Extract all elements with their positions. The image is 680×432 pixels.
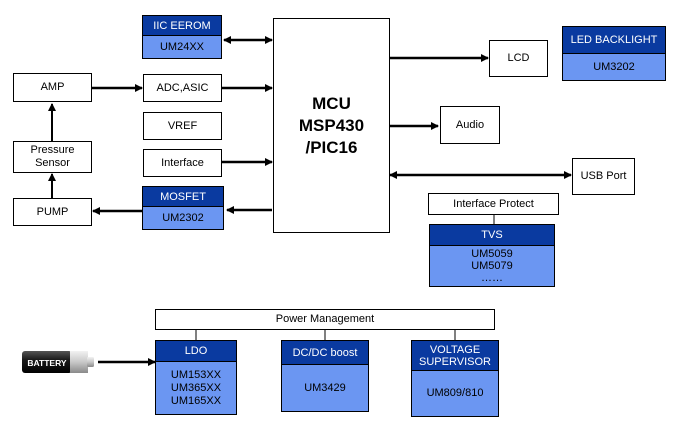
power-management-bar: Power Management [155, 309, 495, 330]
ldo-part-2: UM365XX [170, 381, 222, 394]
voltage-supervisor-title: VOLTAGE SUPERVISOR [411, 340, 499, 371]
interface-block: Interface [143, 149, 222, 177]
mcu-label-line2: MSP430 [298, 115, 365, 135]
tvs-part-2: UM5079 [471, 260, 513, 272]
usb-port-block: USB Port [572, 158, 635, 195]
adc-asic-block: ADC,ASIC [143, 74, 222, 102]
tvs-title: TVS [429, 224, 555, 246]
supervisor-title-line1: VOLTAGE [429, 343, 481, 356]
mcu-block: MCU MSP430 /PIC16 [273, 18, 390, 233]
supervisor-title-line2: SUPERVISOR [419, 355, 491, 368]
tvs-part-3: …… [481, 272, 503, 284]
pressure-sensor-block: Pressure Sensor [13, 141, 92, 173]
iic-eerom-part: UM24XX [142, 35, 222, 59]
ldo-part-3: UM165XX [170, 394, 222, 407]
audio-block: Audio [440, 106, 500, 144]
dcdc-title: DC/DC boost [281, 340, 369, 365]
voltage-supervisor-part: UM809/810 [411, 370, 499, 417]
mosfet-title: MOSFET [142, 186, 224, 207]
mcu-label-line1: MCU [312, 93, 351, 113]
ldo-part-1: UM153XX [170, 368, 222, 381]
pump-block: PUMP [13, 198, 92, 226]
iic-eerom-title: IIC EEROM [142, 15, 222, 36]
pressure-sensor-line1: Pressure [30, 144, 75, 156]
interface-protect-block: Interface Protect [428, 193, 559, 215]
ldo-title: LDO [155, 340, 237, 362]
amp-block: AMP [13, 73, 92, 102]
dcdc-part: UM3429 [281, 364, 369, 412]
led-backlight-title: LED BACKLIGHT [562, 26, 666, 54]
vref-block: VREF [143, 112, 222, 140]
tvs-parts: UM5059 UM5079 …… [429, 245, 555, 287]
mosfet-part: UM2302 [142, 206, 224, 230]
pressure-sensor-line2: Sensor [35, 157, 70, 169]
mcu-label-line3: /PIC16 [305, 137, 358, 157]
led-backlight-part: UM3202 [562, 53, 666, 81]
battery-icon: BATTERY [22, 351, 94, 373]
lcd-block: LCD [489, 40, 548, 77]
ldo-parts: UM153XX UM365XX UM165XX [155, 361, 237, 415]
battery-label: BATTERY [27, 358, 67, 368]
tvs-part-1: UM5059 [471, 248, 513, 260]
